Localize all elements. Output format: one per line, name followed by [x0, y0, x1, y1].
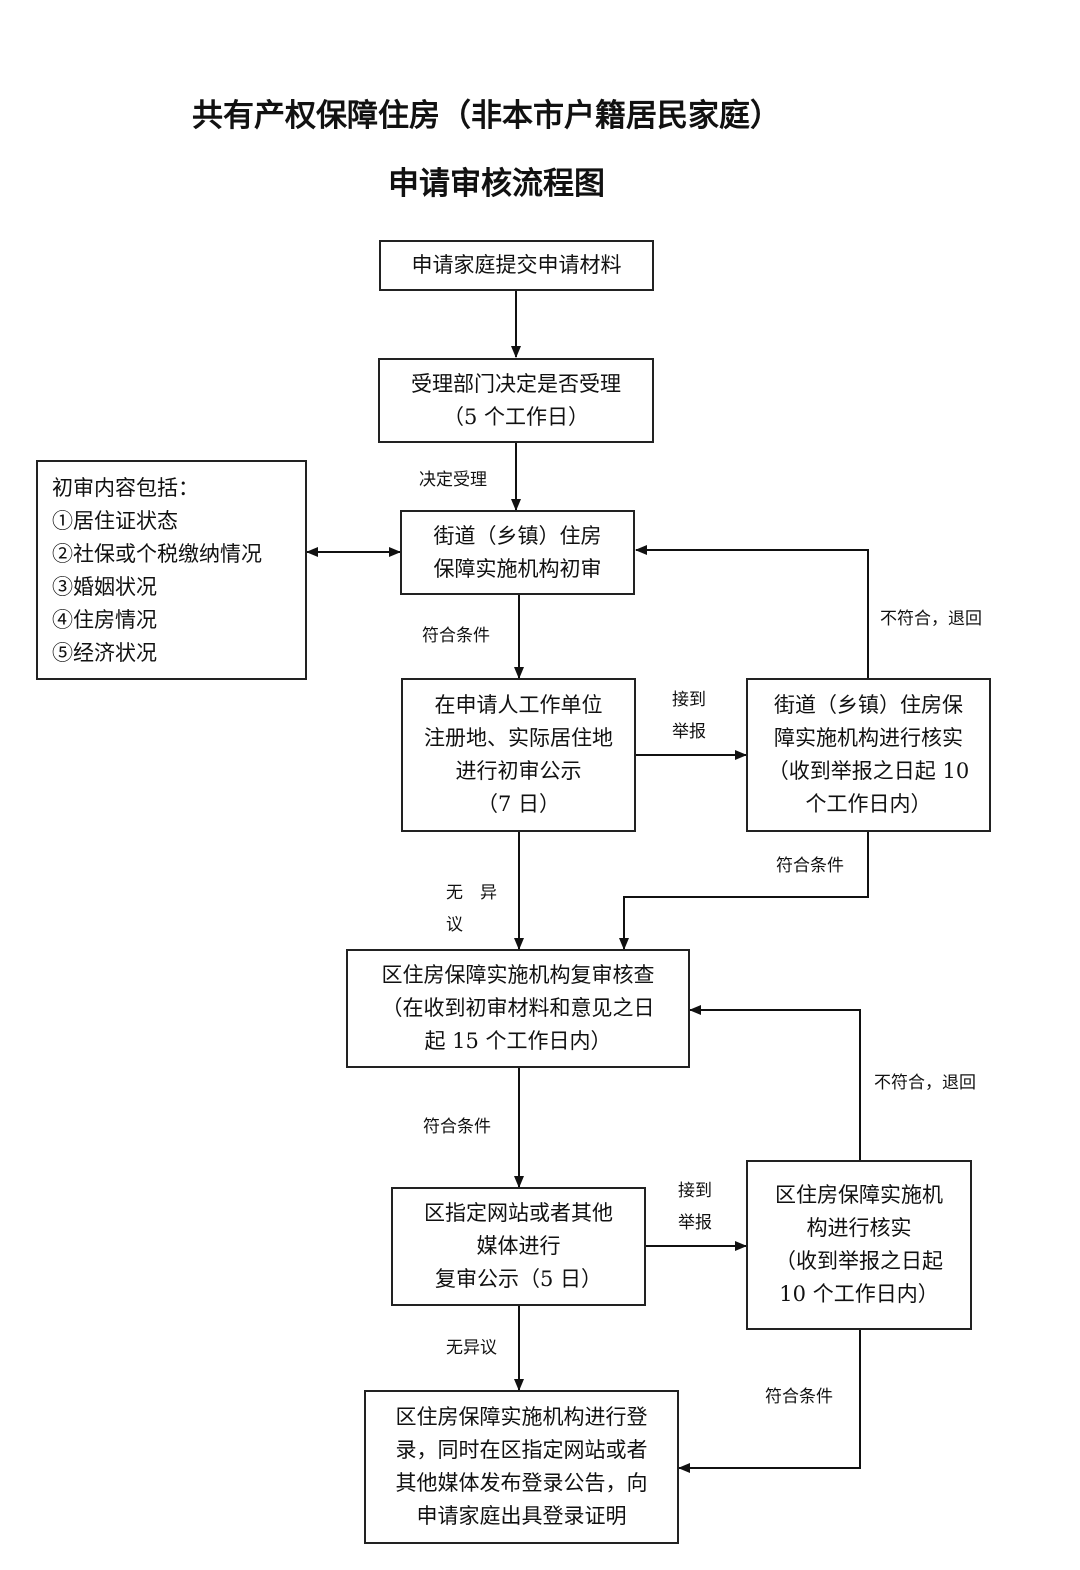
box-line: （7 日）: [476, 792, 561, 816]
box-line: 区住房保障实施机构进行登: [395, 1405, 648, 1429]
box-line: 复审公示（5 日）: [434, 1267, 603, 1291]
arrow-street-verify-to-district-review: [619, 832, 869, 950]
box-line: ③婚姻状况: [52, 575, 157, 599]
box-line: 申请家庭出具登录证明: [416, 1504, 627, 1528]
box-line: 区住房保障实施机构复审核查: [381, 963, 655, 987]
arrow-street-verify-return: [635, 545, 869, 678]
box-line: 构进行核实: [806, 1216, 912, 1240]
label-report-received-2: 接到 举报: [678, 1175, 712, 1239]
box-line: 在申请人工作单位: [434, 693, 603, 717]
box-line: 保障实施机构初审: [433, 556, 602, 581]
label-line: 无 异: [446, 883, 497, 903]
box-line: 10 个工作日内）: [779, 1282, 939, 1306]
box-district-verification: 区住房保障实施机 构进行核实 （收到举报之日起 10 个工作日内）: [746, 1160, 972, 1330]
arrow-district-verify-return: [689, 1005, 861, 1160]
box-line: 其他媒体发布登录公告，向: [395, 1471, 648, 1495]
box-line: 初审内容包括：: [52, 476, 199, 500]
label-not-meet-return-2: 不符合，退回: [874, 1073, 976, 1093]
diagram-title-line2: 申请审核流程图: [388, 166, 605, 202]
box-line: 起 15 个工作日内）: [424, 1029, 612, 1053]
box-line: ④住房情况: [52, 608, 157, 632]
box-street-initial-review: 街道（乡镇）住房 保障实施机构初审: [400, 510, 635, 595]
box-line: 进行初审公示: [455, 759, 582, 783]
box-line: 录，同时在区指定网站或者: [395, 1438, 648, 1462]
box-line: 注册地、实际居住地: [424, 726, 613, 750]
box-review-publicity: 区指定网站或者其他 媒体进行 复审公示（5 日）: [391, 1187, 646, 1306]
box-street-verification: 街道（乡镇）住房保 障实施机构进行核实 （收到举报之日起 10 个工作日内）: [746, 678, 991, 832]
box-line: （5 个工作日）: [442, 404, 590, 429]
label-no-objection-1: 无 异 议: [446, 877, 497, 941]
label-line: 举报: [678, 1213, 712, 1233]
label-line: 接到: [672, 690, 706, 710]
label-meets-conditions-4: 符合条件: [765, 1387, 833, 1407]
box-line: ⑤经济状况: [52, 641, 157, 665]
box-initial-publicity: 在申请人工作单位 注册地、实际居住地 进行初审公示 （7 日）: [401, 678, 636, 832]
box-registration: 区住房保障实施机构进行登 录，同时在区指定网站或者 其他媒体发布登录公告，向 申…: [364, 1390, 679, 1544]
diagram-title-line1: 共有产权保障住房（非本市户籍居民家庭）: [192, 98, 781, 134]
box-line: 街道（乡镇）住房: [433, 523, 602, 548]
label-line: 议: [446, 915, 463, 935]
label-not-meet-return-1: 不符合，退回: [880, 609, 982, 629]
box-initial-review-contents: 初审内容包括： ①居住证状态 ②社保或个税缴纳情况 ③婚姻状况 ④住房情况 ⑤经…: [36, 460, 307, 680]
box-line: 街道（乡镇）住房保: [774, 693, 963, 717]
arrow-district-verify-to-register: [678, 1330, 861, 1473]
label-no-objection-2: 无异议: [446, 1338, 497, 1358]
box-line: （收到举报之日起 10: [767, 759, 970, 783]
box-line: ②社保或个税缴纳情况: [52, 542, 262, 566]
box-line: 个工作日内）: [805, 792, 932, 816]
box-district-review: 区住房保障实施机构复审核查 （在收到初审材料和意见之日 起 15 个工作日内）: [346, 949, 690, 1068]
box-line: 媒体进行: [476, 1234, 561, 1258]
box-line: ①居住证状态: [52, 509, 178, 533]
label-decide-accept: 决定受理: [419, 470, 487, 490]
label-meets-conditions-3: 符合条件: [423, 1117, 491, 1137]
box-line: 受理部门决定是否受理: [411, 371, 621, 396]
box-accept-decision: 受理部门决定是否受理 （5 个工作日）: [378, 358, 654, 443]
label-line: 接到: [678, 1181, 712, 1201]
label-meets-conditions-2: 符合条件: [776, 856, 844, 876]
label-report-received-1: 接到 举报: [672, 684, 706, 748]
box-submit-materials: 申请家庭提交申请材料: [379, 240, 654, 291]
box-line: 区指定网站或者其他: [424, 1201, 613, 1225]
box-line: 区住房保障实施机: [775, 1183, 943, 1207]
box-line: （在收到初审材料和意见之日: [381, 996, 655, 1020]
box-line: （收到举报之日起: [775, 1249, 943, 1273]
label-line: 举报: [672, 722, 706, 742]
box-line: 申请家庭提交申请材料: [411, 253, 622, 277]
label-meets-conditions-1: 符合条件: [422, 626, 490, 646]
box-line: 障实施机构进行核实: [774, 726, 963, 750]
